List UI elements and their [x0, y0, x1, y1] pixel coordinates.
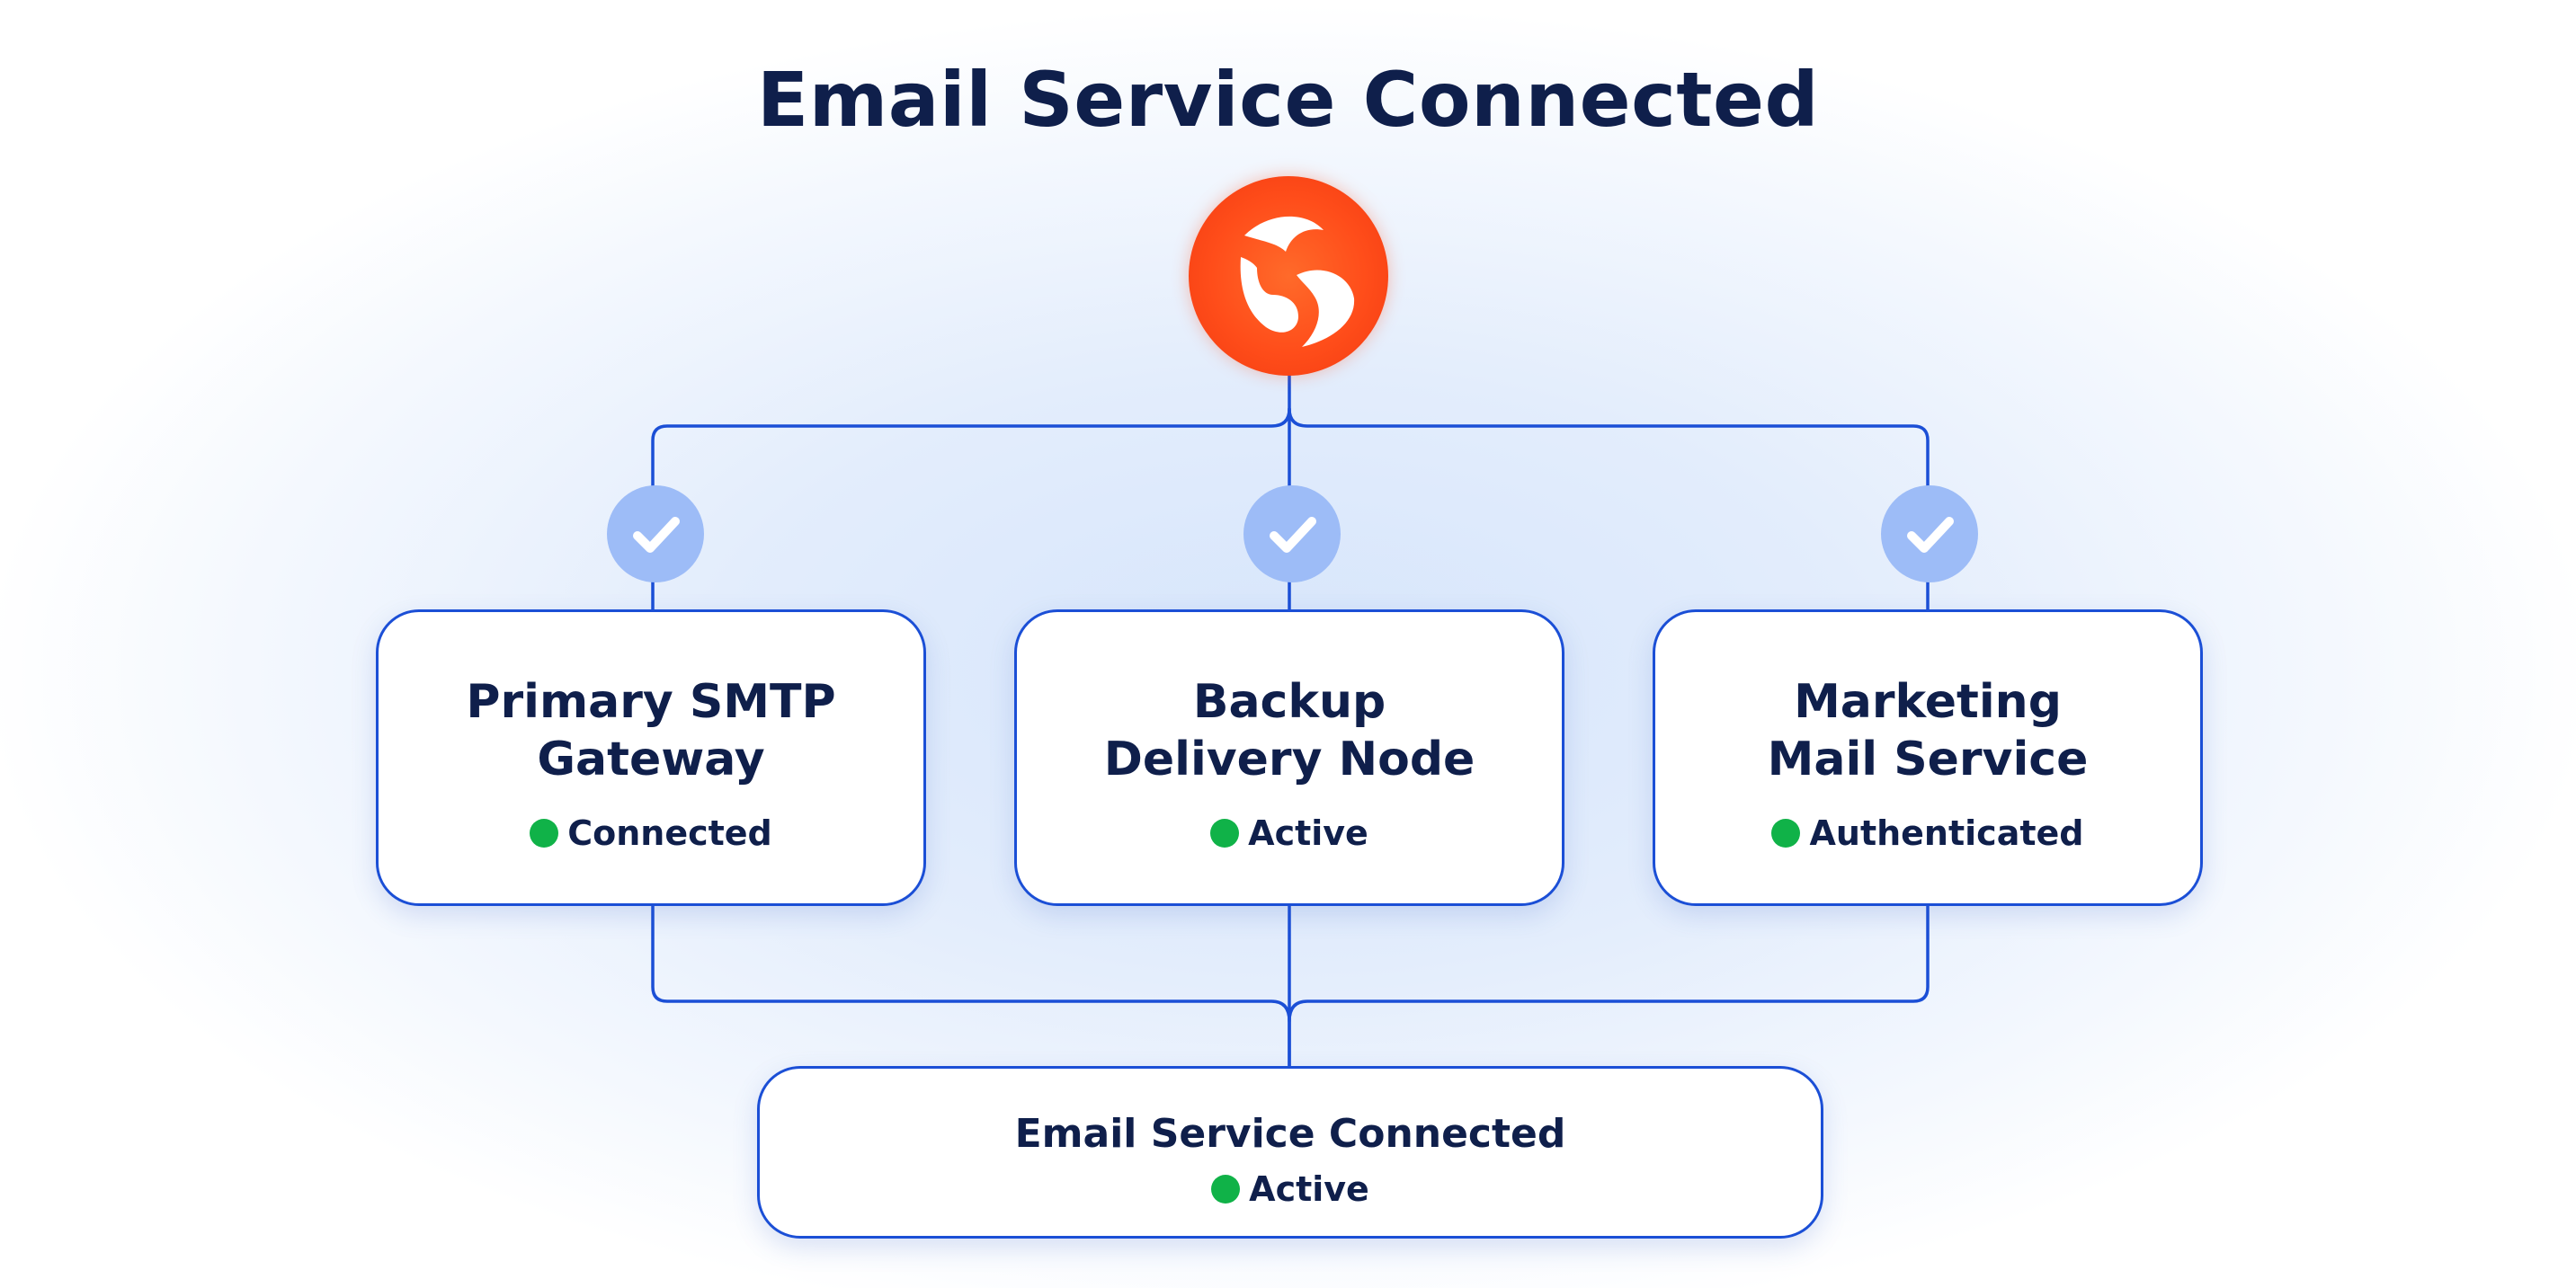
node-title: Backup Delivery Node — [1017, 673, 1562, 788]
node-status: Authenticated — [1655, 812, 2200, 855]
node-status: Active — [1017, 812, 1562, 855]
summary-card: Email Service Connected Active — [757, 1066, 1823, 1239]
page-title: Email Service Connected — [756, 56, 1820, 144]
status-dot-icon — [530, 819, 559, 848]
node-title-line: Primary SMTP — [466, 675, 836, 729]
connector-right-to-summary — [1288, 904, 1930, 1023]
status-label: Active — [1248, 813, 1368, 853]
summary-status: Active — [760, 1168, 1821, 1211]
status-label: Active — [1249, 1169, 1369, 1209]
summary-title: Email Service Connected — [1014, 1111, 1566, 1157]
brand-logo-icon — [1189, 176, 1388, 376]
node-title-line: Gateway — [537, 733, 765, 786]
connector-hub-left — [651, 407, 1291, 611]
status-dot-icon — [1210, 819, 1240, 848]
connector-hub-right — [1288, 407, 1930, 611]
checkmark-icon — [607, 485, 704, 582]
node-title: Marketing Mail Service — [1655, 673, 2200, 788]
checkmark-icon — [1243, 485, 1341, 582]
node-title-line: Marketing — [1794, 675, 2062, 729]
connector-left-to-summary — [651, 904, 1291, 1068]
node-title-line: Backup — [1192, 675, 1386, 729]
status-dot-icon — [1771, 819, 1801, 848]
node-status: Connected — [379, 812, 923, 855]
status-dot-icon — [1211, 1175, 1241, 1204]
node-title-line: Mail Service — [1767, 733, 2089, 786]
node-card-marketing-mail: Marketing Mail Service Authenticated — [1653, 609, 2203, 906]
node-card-backup-delivery: Backup Delivery Node Active — [1014, 609, 1564, 906]
node-title-line: Delivery Node — [1103, 733, 1475, 786]
node-card-primary-smtp: Primary SMTP Gateway Connected — [376, 609, 926, 906]
checkmark-icon — [1881, 485, 1978, 582]
node-title: Primary SMTP Gateway — [379, 673, 923, 788]
status-label: Connected — [567, 813, 772, 853]
status-label: Authenticated — [1809, 813, 2084, 853]
